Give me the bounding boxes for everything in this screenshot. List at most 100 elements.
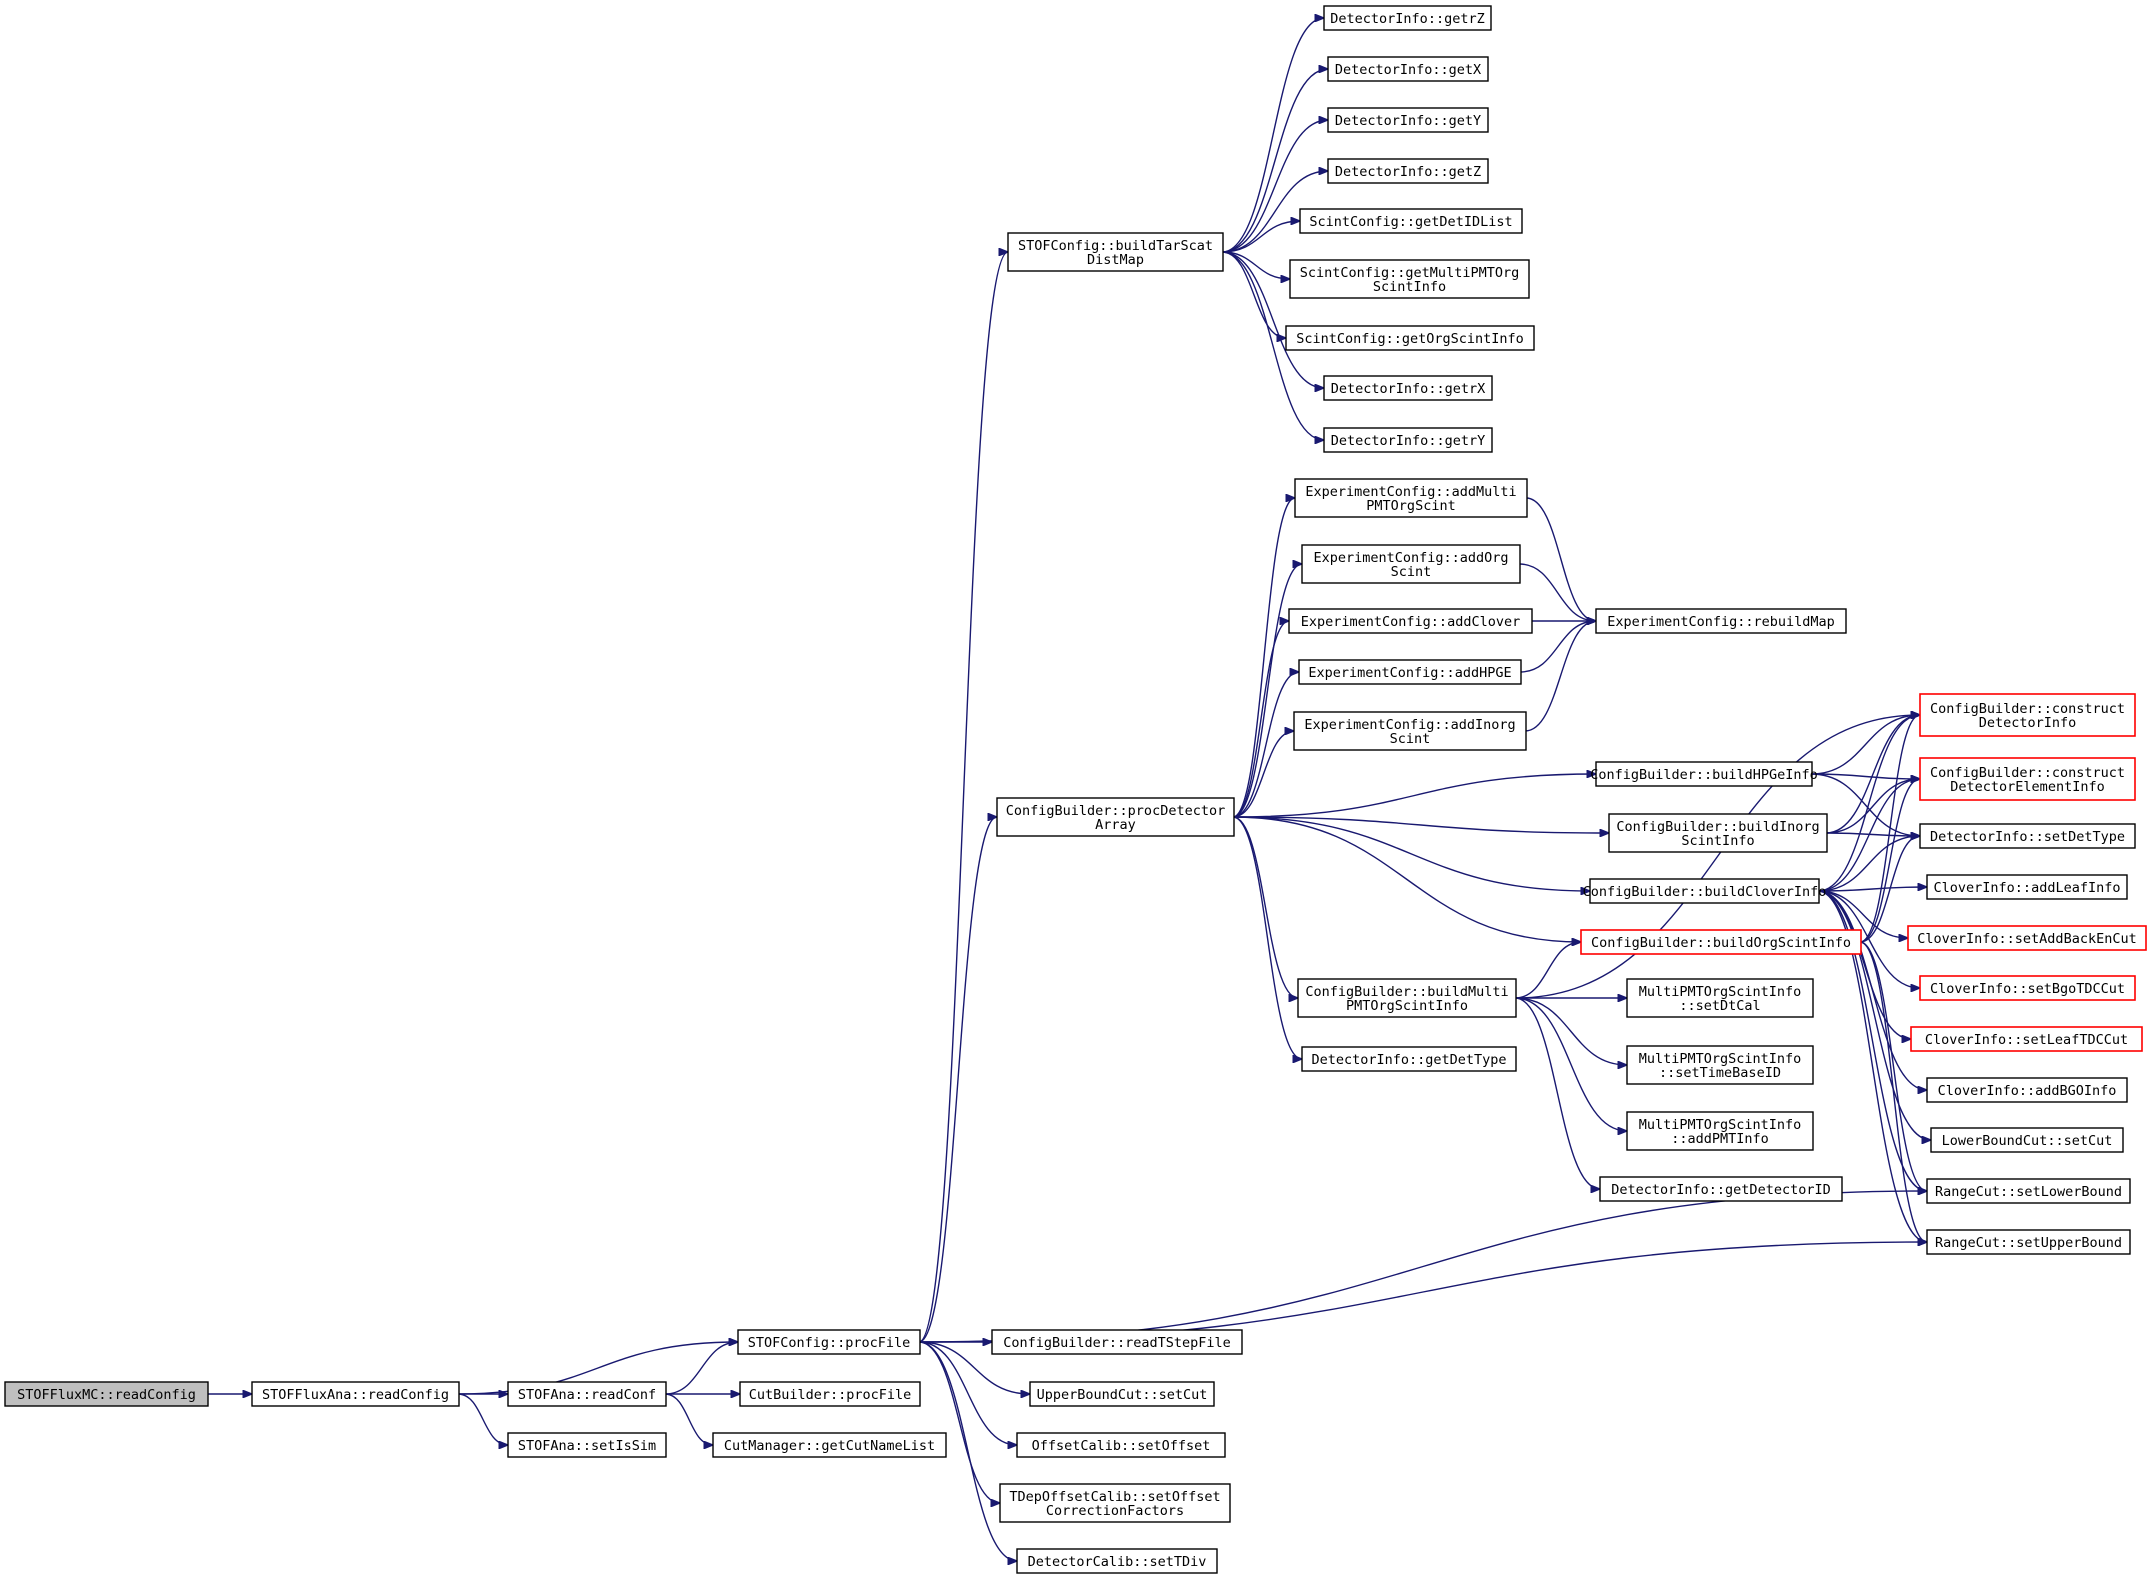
node-box bbox=[1930, 1127, 2124, 1153]
node-label: CloverInfo::setLeafTDCCut bbox=[1925, 1032, 2128, 1048]
node-read-config-ana[interactable]: STOFFluxAna::readConfig bbox=[251, 1381, 460, 1407]
node-box bbox=[1327, 56, 1489, 82]
node-add-hpge[interactable]: ExperimentConfig::addHPGE bbox=[1298, 659, 1522, 685]
node-box bbox=[1301, 1046, 1517, 1072]
node-set-bgo-tdc-cut[interactable]: CloverInfo::setBgoTDCCut bbox=[1919, 975, 2136, 1001]
node-tdep-set-offset[interactable]: TDepOffsetCalib::setOffsetCorrectionFact… bbox=[999, 1483, 1231, 1523]
edge-build-tar-scat-to-get-multi-pmt bbox=[1221, 251, 1290, 279]
edge-build-multi-pmt-to-construct-det bbox=[1514, 715, 1920, 999]
node-label: DetectorInfo::getY bbox=[1335, 113, 1481, 129]
node-build-org[interactable]: ConfigBuilder::buildOrgScintInfo bbox=[1580, 929, 1862, 955]
edge-build-inorg-to-construct-det bbox=[1825, 715, 1920, 834]
node-build-hp-ge[interactable]: ConfigBuilder::buildHPGeInfo bbox=[1590, 761, 1818, 787]
node-label: ::setDtCal bbox=[1679, 998, 1760, 1014]
node-set-is-sim[interactable]: STOFAna::setIsSim bbox=[507, 1432, 667, 1458]
node-set-upper-bound[interactable]: RangeCut::setUpperBound bbox=[1926, 1229, 2131, 1255]
node-set-det-type[interactable]: DetectorInfo::setDetType bbox=[1919, 823, 2136, 849]
node-box bbox=[1926, 1178, 2131, 1204]
node-set-t-div[interactable]: DetectorCalib::setTDiv bbox=[1016, 1548, 1218, 1574]
edge-proc-detector-to-build-inorg bbox=[1232, 816, 1609, 833]
node-read-conf[interactable]: STOFAna::readConf bbox=[507, 1381, 667, 1407]
node-build-clover[interactable]: ConfigBuilder::buildCloverInfo bbox=[1583, 878, 1827, 904]
edge-build-inorg-to-set-det-type bbox=[1825, 833, 1920, 836]
node-box bbox=[1589, 878, 1820, 904]
node-set-leaf-tdc-cut[interactable]: CloverInfo::setLeafTDCCut bbox=[1910, 1026, 2143, 1052]
node-add-pmt-info[interactable]: MultiPMTOrgScintInfo::addPMTInfo bbox=[1626, 1111, 1814, 1151]
node-set-lower-bound[interactable]: RangeCut::setLowerBound bbox=[1926, 1178, 2131, 1204]
edge-add-org-scint-to-rebuild-map bbox=[1518, 563, 1596, 621]
edge-build-hp-ge-to-set-det-type bbox=[1810, 773, 1920, 836]
edge-proc-file-to-proc-detector bbox=[918, 817, 997, 1343]
edge-build-tar-scat-to-get-x bbox=[1221, 69, 1328, 253]
node-cut-proc-file[interactable]: CutBuilder::procFile bbox=[739, 1381, 921, 1407]
node-box bbox=[1297, 978, 1517, 1018]
node-box bbox=[737, 1329, 921, 1355]
edge-proc-file-to-tdep-set-offset bbox=[918, 1341, 1000, 1503]
edge-build-multi-pmt-to-get-detector-id bbox=[1514, 997, 1600, 1189]
node-read-config-mc[interactable]: STOFFluxMC::readConfig bbox=[4, 1381, 209, 1407]
node-label: ExperimentConfig::addMulti bbox=[1305, 484, 1516, 500]
node-label: STOFAna::setIsSim bbox=[518, 1438, 656, 1454]
node-box bbox=[1608, 813, 1828, 853]
node-read-t-step-file[interactable]: ConfigBuilder::readTStepFile bbox=[991, 1329, 1243, 1355]
edge-build-org-to-construct-det-el bbox=[1859, 779, 1920, 943]
node-getr-y[interactable]: DetectorInfo::getrY bbox=[1323, 427, 1493, 453]
node-box bbox=[1626, 1045, 1814, 1085]
node-rebuild-map[interactable]: ExperimentConfig::rebuildMap bbox=[1595, 608, 1847, 634]
edge-proc-detector-to-get-det-type bbox=[1232, 816, 1302, 1059]
edge-build-clover-to-construct-det bbox=[1817, 715, 1920, 892]
node-set-offset[interactable]: OffsetCalib::setOffset bbox=[1016, 1432, 1226, 1458]
edge-build-clover-to-add-bgo-info bbox=[1817, 890, 1927, 1090]
node-ub-set-cut[interactable]: UpperBoundCut::setCut bbox=[1029, 1381, 1215, 1407]
node-label: RangeCut::setUpperBound bbox=[1935, 1235, 2122, 1251]
node-label: ExperimentConfig::addClover bbox=[1301, 614, 1520, 630]
edge-proc-detector-to-add-hpge bbox=[1232, 672, 1299, 818]
node-getr-z[interactable]: DetectorInfo::getrZ bbox=[1323, 5, 1492, 31]
edge-build-clover-to-set-det-type bbox=[1817, 836, 1920, 892]
node-box bbox=[1907, 925, 2147, 951]
node-get-org-scint-info[interactable]: ScintConfig::getOrgScintInfo bbox=[1285, 325, 1535, 351]
node-proc-file[interactable]: STOFConfig::procFile bbox=[737, 1329, 921, 1355]
edge-build-clover-to-set-add-back-en-cut bbox=[1817, 890, 1908, 938]
node-get-det-type[interactable]: DetectorInfo::getDetType bbox=[1301, 1046, 1517, 1072]
edge-proc-detector-to-build-clover bbox=[1232, 816, 1590, 891]
node-set-dt-cal[interactable]: MultiPMTOrgScintInfo::setDtCal bbox=[1626, 978, 1814, 1018]
edge-proc-detector-to-build-org bbox=[1232, 816, 1581, 942]
node-get-x[interactable]: DetectorInfo::getX bbox=[1327, 56, 1489, 82]
node-label: ScintConfig::getMultiPMTOrg bbox=[1300, 265, 1519, 281]
node-set-time-base-id[interactable]: MultiPMTOrgScintInfo::setTimeBaseID bbox=[1626, 1045, 1814, 1085]
node-label: DetectorInfo::setDetType bbox=[1930, 829, 2125, 845]
node-get-cut-name-list[interactable]: CutManager::getCutNameList bbox=[712, 1432, 947, 1458]
node-label: ConfigBuilder::buildHPGeInfo bbox=[1590, 767, 1818, 783]
node-construct-det-el[interactable]: ConfigBuilder::constructDetectorElementI… bbox=[1919, 757, 2136, 801]
node-get-det-id-list[interactable]: ScintConfig::getDetIDList bbox=[1299, 208, 1523, 234]
node-box bbox=[4, 1381, 209, 1407]
node-get-z[interactable]: DetectorInfo::getZ bbox=[1327, 158, 1489, 184]
node-box bbox=[1626, 978, 1814, 1018]
node-getr-x[interactable]: DetectorInfo::getrX bbox=[1323, 375, 1493, 401]
edge-proc-detector-to-add-clover bbox=[1232, 621, 1289, 818]
node-label: DetectorCalib::setTDiv bbox=[1028, 1554, 1207, 1570]
node-add-leaf-info[interactable]: CloverInfo::addLeafInfo bbox=[1926, 874, 2128, 900]
node-get-detector-id[interactable]: DetectorInfo::getDetectorID bbox=[1599, 1176, 1843, 1202]
node-label: ExperimentConfig::addOrg bbox=[1313, 550, 1508, 566]
node-add-clover[interactable]: ExperimentConfig::addClover bbox=[1288, 608, 1533, 634]
node-add-bgo-info[interactable]: CloverInfo::addBGOInfo bbox=[1926, 1077, 2128, 1103]
node-set-add-back-en-cut[interactable]: CloverInfo::setAddBackEnCut bbox=[1907, 925, 2147, 951]
node-lb-set-cut[interactable]: LowerBoundCut::setCut bbox=[1930, 1127, 2124, 1153]
node-box bbox=[507, 1432, 667, 1458]
node-box bbox=[1910, 1026, 2143, 1052]
edge-build-tar-scat-to-getr-x bbox=[1221, 251, 1324, 388]
node-label: CloverInfo::addBGOInfo bbox=[1938, 1083, 2117, 1099]
edge-proc-detector-to-add-multi-pmt bbox=[1232, 498, 1295, 818]
node-get-y[interactable]: DetectorInfo::getY bbox=[1327, 107, 1489, 133]
